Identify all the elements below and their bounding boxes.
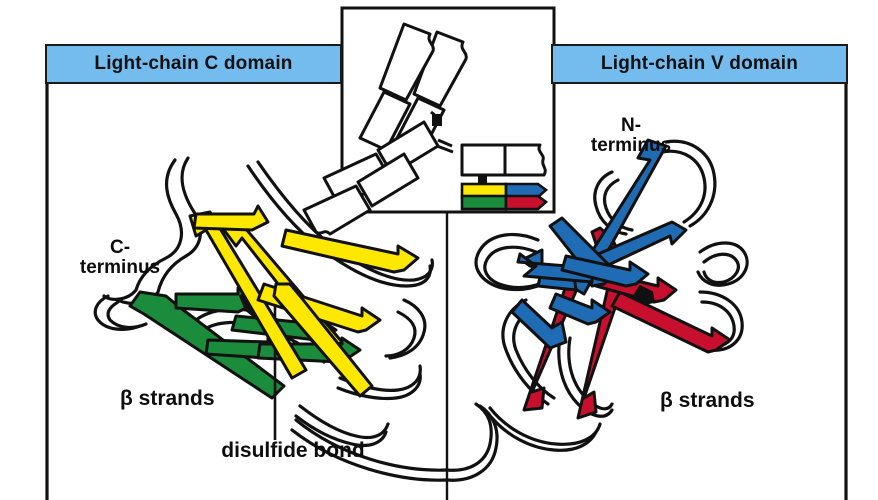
banner-v-label: Light-chain V domain xyxy=(600,53,799,74)
label-beta-strands-c: β strands xyxy=(120,387,215,410)
inset-fab-arm-left xyxy=(302,120,440,236)
v-domain-disulfide-bond xyxy=(632,284,656,306)
label-n-terminus: N- terminus xyxy=(590,115,672,156)
key-bar-green xyxy=(460,194,508,211)
label-c-terminus: C- terminus xyxy=(79,237,161,278)
banner-light-chain-v-domain: Light-chain V domain xyxy=(551,44,848,84)
banner-light-chain-c-domain: Light-chain C domain xyxy=(45,44,342,84)
label-disulfide-bond: disulfide bond xyxy=(221,439,365,462)
inset-hinge xyxy=(430,110,454,154)
c-domain-yellow-strands xyxy=(188,204,420,398)
inset-disulfide-mark xyxy=(478,175,487,183)
antibody-inset xyxy=(302,6,556,236)
v-domain-backbone xyxy=(445,139,749,482)
label-beta-strands-v: β strands xyxy=(660,389,755,412)
v-domain-blue-strands xyxy=(510,138,688,350)
c-domain-structure xyxy=(93,156,449,482)
key-bar-red xyxy=(504,194,549,211)
banner-c-label: Light-chain C domain xyxy=(94,53,293,74)
inset-heavy-chain-bar xyxy=(460,143,547,183)
inset-light-chain-key xyxy=(460,182,549,211)
v-domain-structure xyxy=(445,138,749,482)
